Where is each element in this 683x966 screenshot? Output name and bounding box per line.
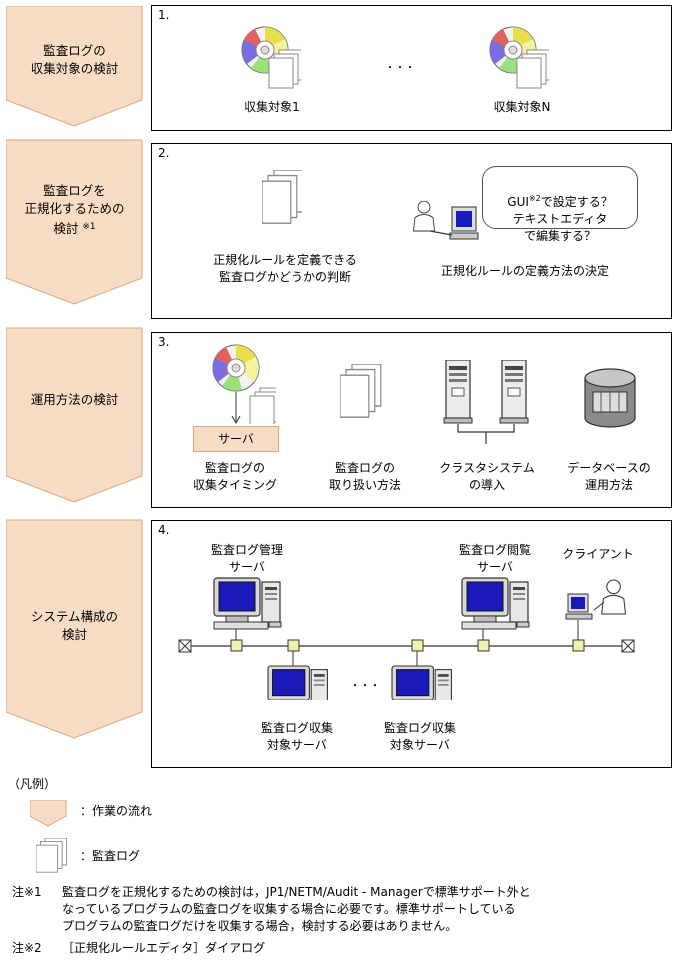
flow-arrow-3 [6, 327, 143, 503]
log-handling-caption: 監査ログの 取り扱い方法 [328, 461, 401, 492]
bubble-lines: テキストエディタ で編集する？ [512, 212, 608, 243]
flow-arrow-2 [6, 139, 143, 305]
legend-flow-icon [30, 800, 67, 827]
legend-title: （凡例） [8, 777, 57, 791]
legend-flow-text: ：作業の流れ [80, 804, 153, 818]
note-1-text: 監査ログを正規化するための検討は，JP1/NETM/Audit - Manage… [62, 885, 531, 933]
note-2-mark: 注※2 [12, 941, 42, 955]
cd-log-server-icon [212, 344, 276, 424]
node-client [572, 639, 585, 652]
flow-arrow-1 [6, 6, 143, 127]
note-1-mark: 注※1 [12, 885, 42, 899]
stage-2-label-text: 監査ログを 正規化するための 検討 [24, 183, 125, 236]
legend-log-icon [36, 838, 68, 873]
stage-1-label: 監査ログの 収集対象の検討 [30, 43, 119, 76]
node-target-1 [287, 639, 300, 652]
server-box: サーバ [193, 426, 279, 452]
node-manager [230, 639, 243, 652]
step-1-box: 1. [151, 5, 672, 131]
terminator-right [621, 639, 635, 653]
target-pc-icon-n [391, 665, 453, 700]
cd-log-icon-n [489, 26, 549, 89]
flow-arrows [6, 6, 143, 739]
step-3-number: 3. [158, 335, 170, 349]
stage-3-label: 運用方法の検討 [30, 392, 119, 407]
flow-arrow-4 [6, 519, 143, 739]
rule-method-bubble: GUI※2で設定する？ テキストエディタ で編集する？ [482, 166, 638, 243]
terminator-left [178, 639, 192, 653]
client-label: クライアント [562, 547, 634, 561]
cluster-caption: クラスタシステム の導入 [439, 461, 535, 492]
bubble-note-mark: ※2 [528, 194, 541, 203]
target-ellipsis: ・・・ [385, 63, 415, 74]
step-4-number: 4. [158, 523, 170, 537]
normalize-judgement-caption: 正規化ルールを定義できる 監査ログかどうかの判断 [213, 253, 357, 284]
log-doc-icon-2 [340, 364, 382, 418]
legend-log-text: ：監査ログ [80, 849, 141, 863]
target-n-label: 収集対象N [493, 100, 551, 114]
target-server-label-1: 監査ログ収集 対象サーバ [260, 721, 333, 752]
stage-2-label: 監査ログを 正規化するための 検討 ※1 [6, 180, 143, 240]
rule-method-caption: 正規化ルールの定義方法の決定 [440, 264, 609, 278]
step-1-number: 1. [158, 8, 170, 22]
database-caption: データベースの 運用方法 [567, 461, 651, 492]
viewer-pc-icon [461, 577, 530, 630]
log-doc-icon [262, 170, 302, 224]
target-1-label: 収集対象1 [244, 100, 300, 114]
step-2-number: 2. [158, 146, 170, 160]
bubble-gui-text: GUI [507, 195, 529, 209]
collect-timing-caption: 監査ログの 収集タイミング [192, 461, 277, 492]
node-target-n [411, 639, 424, 652]
stage-4-label: システム構成の 検討 [30, 609, 119, 642]
target-server-label-n: 監査ログ収集 対象サーバ [383, 721, 456, 752]
target-pc-icon-1 [267, 665, 329, 700]
user-at-pc-icon [413, 201, 479, 240]
stage-2-note-mark: ※1 [82, 222, 96, 232]
manager-server-label: 監査ログ管理 サーバ [210, 543, 283, 574]
bubble-rest-text: で設定する？ [540, 195, 613, 209]
network-diagram [178, 577, 635, 700]
target-server-ellipsis: ・・・ [350, 681, 380, 692]
viewer-server-label: 監査ログ閲覧 サーバ [458, 543, 531, 574]
database-icon [584, 368, 636, 428]
manager-pc-icon [213, 577, 282, 630]
client-icon [565, 579, 627, 620]
node-viewer [477, 639, 490, 652]
note-2-text: ［正規化ルールエディタ］ダイアログ [62, 941, 266, 955]
cd-log-icon-1 [241, 26, 301, 89]
cluster-system-icon [443, 360, 529, 444]
